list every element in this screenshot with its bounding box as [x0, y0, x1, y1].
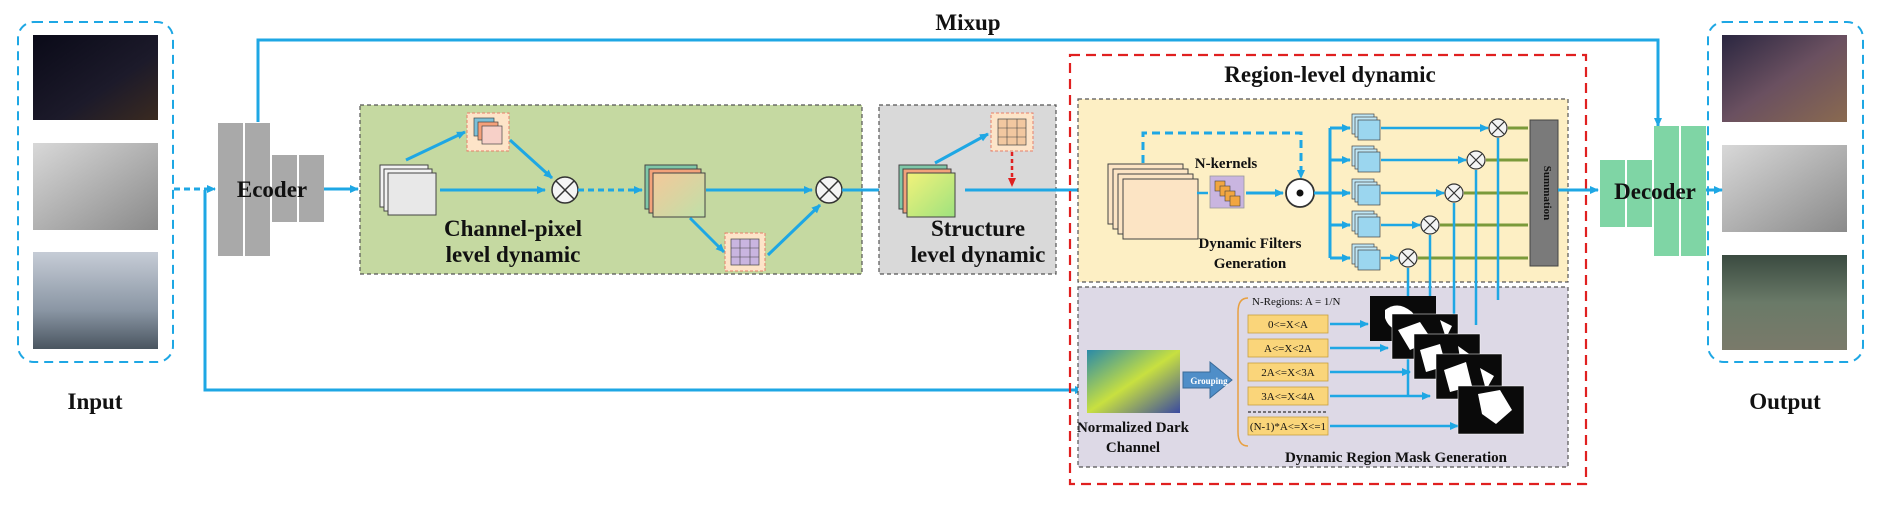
output-image-night [1722, 35, 1847, 122]
input-image-haze [33, 252, 158, 349]
cp-multiply-op-1 [551, 176, 579, 204]
cp-input-feature-stack [379, 164, 437, 216]
feature-to-pixel-weight-arrow [688, 216, 726, 254]
channel-pixel-title-line2: level dynamic [446, 242, 581, 267]
structure-kernel-icon [990, 112, 1034, 152]
mask-generation-label: Dynamic Region Mask Generation [1285, 450, 1508, 466]
cp-channel-weight-icon [466, 112, 510, 152]
region-feature-stack [1107, 163, 1199, 240]
decoder-block [1600, 126, 1706, 256]
output-label: Output [1749, 389, 1821, 414]
dark-channel-image [1087, 350, 1180, 413]
cp-weighted-feature-stack [644, 164, 706, 218]
summation-block [1529, 119, 1559, 267]
input-group-frame [17, 21, 174, 363]
output-image-rain [1722, 145, 1847, 232]
structure-to-kernel-arrow [934, 132, 989, 165]
grouping-arrow [1182, 360, 1233, 400]
range-bracket [1237, 297, 1249, 447]
input-image-rain [33, 143, 158, 230]
dyn-filters-label-line1: Dynamic Filters [1199, 236, 1302, 252]
region-title: Region-level dynamic [1224, 62, 1435, 87]
range-boxes [1247, 314, 1329, 436]
n-kernels-icon [1209, 175, 1245, 209]
range-4: (N-1)*A<=X<=1 [1250, 421, 1326, 433]
summation-label: Summation [1541, 166, 1553, 220]
mask-multiply-ops [1381, 118, 1528, 395]
encoder-label: Ecoder [237, 177, 307, 202]
cp-pixel-weight-icon [724, 232, 766, 272]
output-group-frame [1707, 21, 1864, 363]
output-image-haze [1722, 255, 1847, 350]
cp-multiply-op-2 [815, 176, 843, 204]
ndc-label-line1: Normalized Dark [1077, 420, 1190, 436]
structure-title-line2: level dynamic [911, 242, 1046, 267]
decoder-label: Decoder [1614, 179, 1696, 204]
range-2: 2A<=X<3A [1261, 367, 1314, 379]
mixup-arrow [256, 38, 1662, 127]
dot-product-op [1285, 178, 1315, 208]
grouping-label: Grouping [1190, 376, 1228, 386]
filtered-features [1330, 113, 1381, 271]
ndc-label-line2: Channel [1106, 440, 1160, 456]
region-masks [1370, 296, 1525, 435]
weight-to-mul-arrow [508, 138, 554, 180]
mixup-label: Mixup [935, 10, 1000, 35]
feature-bypass-arrow [1141, 131, 1305, 179]
encoder-to-darkchannel-arrow [203, 190, 1084, 394]
encoder-block [218, 123, 324, 256]
n-regions-label: N-Regions: A = 1/N [1252, 296, 1340, 308]
range-to-mask-arrows [1330, 320, 1459, 430]
n-kernels-label: N-kernels [1195, 156, 1258, 172]
pixel-weight-to-mul2-arrow [766, 203, 822, 257]
range-1: A<=X<2A [1264, 343, 1312, 355]
structure-title-line1: Structure [931, 216, 1025, 241]
input-label: Input [68, 389, 123, 414]
input-image-night [33, 35, 158, 120]
range-0: 0<=X<A [1268, 319, 1308, 331]
channel-pixel-title-line1: Channel-pixel [444, 216, 582, 241]
structure-feature-stack [898, 164, 956, 218]
cp-to-weight-arrow [405, 130, 466, 162]
range-3: 3A<=X<4A [1261, 391, 1314, 403]
region-outer-frame [1068, 53, 1588, 486]
dyn-filters-label-line2: Generation [1214, 256, 1287, 272]
